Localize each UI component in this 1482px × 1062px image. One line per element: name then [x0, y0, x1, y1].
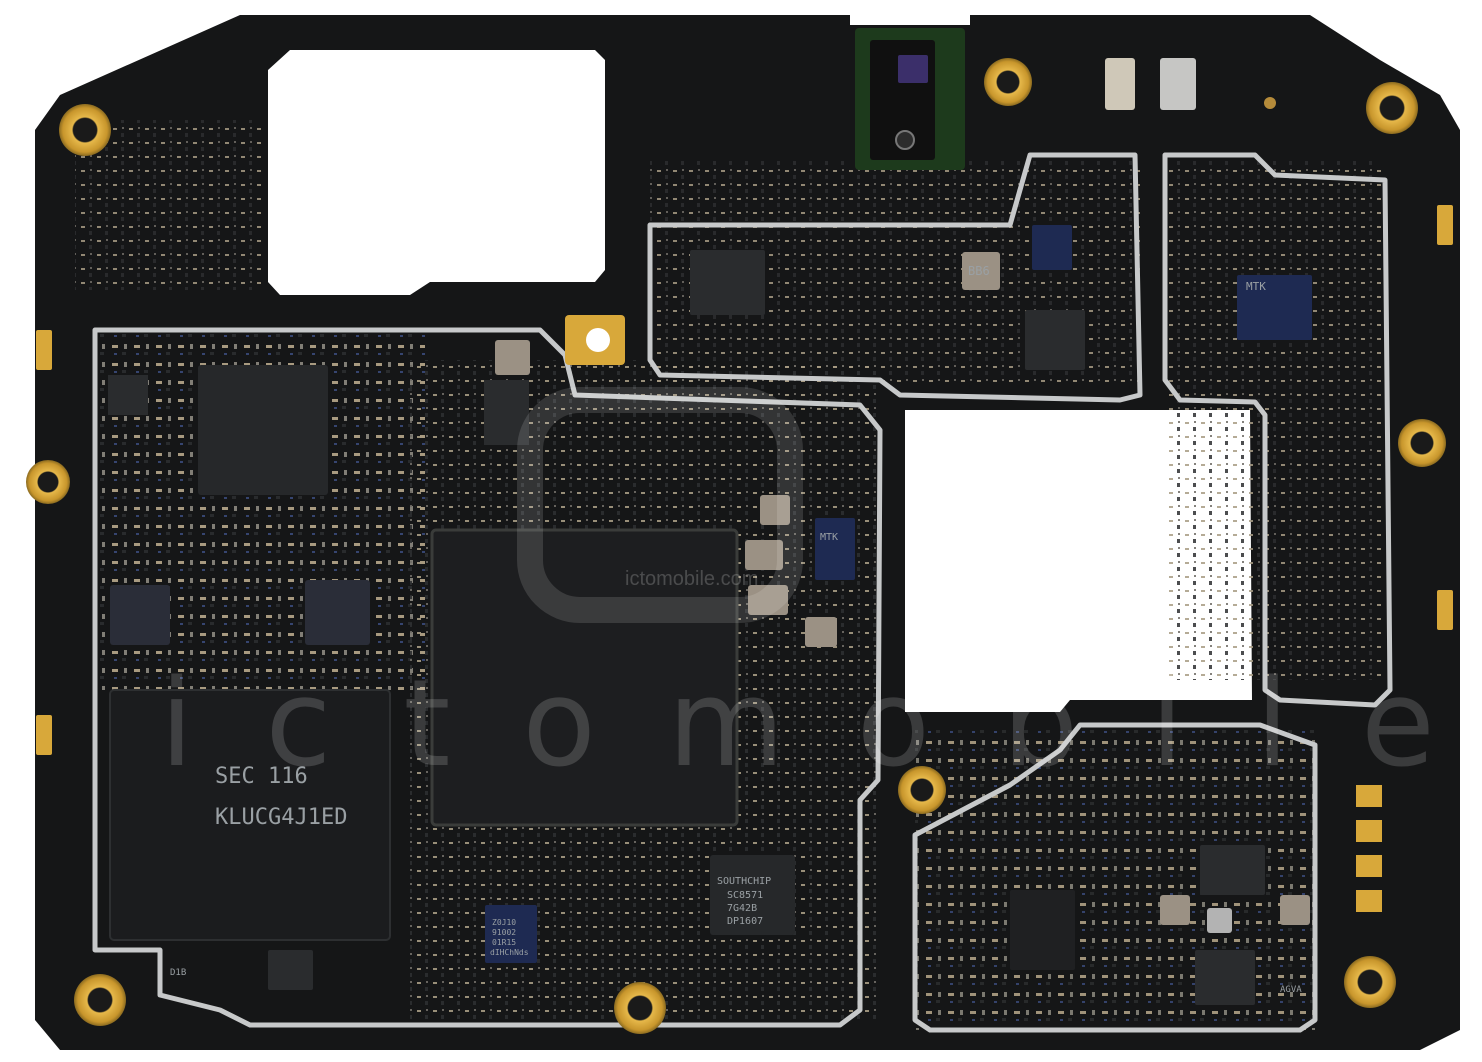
chip-bl-1: [268, 950, 313, 990]
smd-area-topleft: [75, 120, 265, 290]
chip-br-1: [1200, 845, 1265, 895]
corner-label-left: D1B: [170, 968, 186, 978]
rf-shield-outlines: [92, 152, 1393, 1033]
soc-chip: [430, 528, 739, 827]
mtk-right-label: MTK: [1246, 280, 1266, 293]
crystal-label: BB6: [968, 264, 990, 278]
chip-topband-3: [1032, 225, 1072, 270]
chip-left-mid-1: [110, 585, 170, 645]
smd-area-right: [1165, 160, 1385, 680]
mtk-chip-right: [1237, 275, 1312, 340]
pmic-chip: [710, 855, 795, 935]
chip-topband-2: [1025, 310, 1085, 370]
watermark-text: ictomobile: [160, 655, 1482, 794]
mtk-chip-center: [815, 518, 855, 580]
pmic-label-2: SC8571: [727, 890, 763, 901]
chip-mid-top: [484, 380, 529, 445]
pmic-label-4: DP1607: [727, 916, 763, 927]
gold-edge-pads: [36, 205, 1453, 912]
sensor-lens: [898, 55, 928, 83]
chip-br-3: [1010, 890, 1075, 970]
emmc-label-2: KLUCG4J1ED: [215, 805, 347, 830]
small-chip-label-4: dIHChNds: [490, 948, 529, 957]
pmic-label-1: SOUTHCHIP: [717, 876, 771, 887]
chip-br-2: [1195, 950, 1255, 1005]
watermark-small-text: ictomobile.com: [625, 568, 758, 590]
small-chip: [485, 905, 537, 963]
chip-left-top: [108, 375, 148, 415]
emmc-label-1: SEC 116: [215, 764, 308, 789]
small-chip-label-3: 01R15: [492, 938, 516, 947]
memory-chip-small: [198, 365, 328, 495]
watermark: ictomobile ictomobile.com: [160, 387, 1482, 794]
cutout-top-left: [268, 50, 605, 295]
small-chip-label-2: 91002: [492, 928, 516, 937]
chip-left-mid-2: [305, 580, 370, 645]
inductors: [495, 58, 1310, 933]
emmc-chip: [109, 689, 391, 941]
pmic-label-3: 7G42B: [727, 903, 757, 914]
crystal-oscillator: [962, 252, 1000, 290]
chip-topband-1: [690, 250, 765, 315]
small-chip-label-1: Z0J10: [492, 918, 516, 927]
mounting-holes: [26, 58, 1446, 1034]
mtk-center-label: MTK: [820, 532, 838, 543]
corner-label-right: AGVA: [1280, 985, 1302, 995]
sensor-hole: [895, 130, 915, 150]
microphone-hole: [1264, 97, 1276, 109]
